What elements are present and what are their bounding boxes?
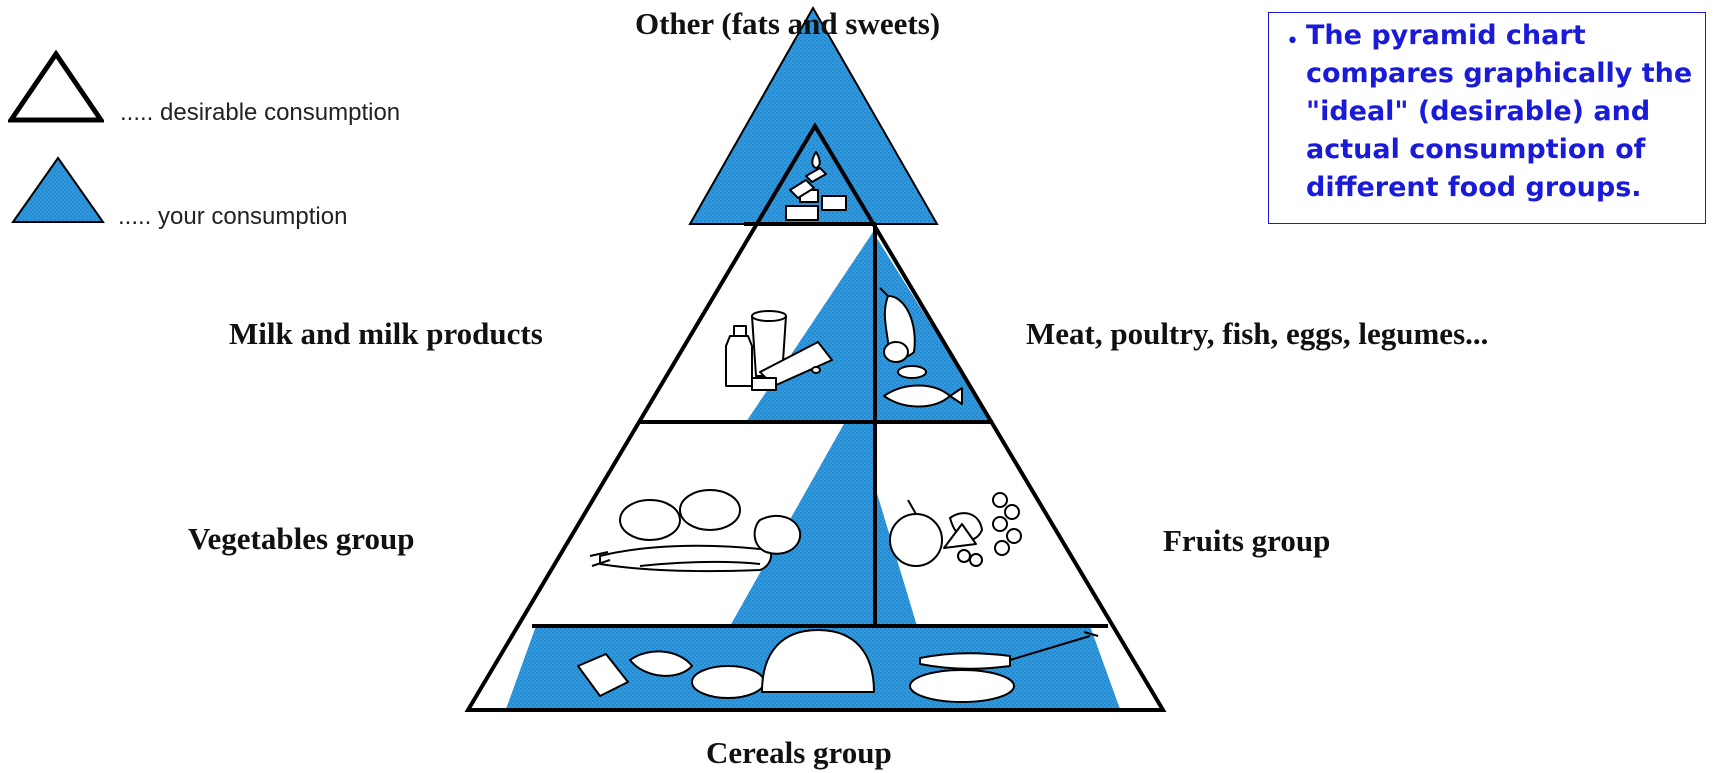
label-cereals-group: Cereals group	[706, 737, 892, 768]
vegetables-icon	[590, 490, 800, 571]
your-consumption-legend-label: ..... your consumption	[118, 203, 347, 231]
your-consumption-legend-icon	[10, 155, 106, 227]
label-meat-group: Meat, poultry, fish, eggs, legumes...	[1026, 318, 1488, 349]
label-fruits-group: Fruits group	[1163, 525, 1330, 556]
explanation-note-text: The pyramid chart compares graphically t…	[1306, 17, 1704, 207]
label-other-fats-sweets: Other (fats and sweets)	[635, 8, 940, 39]
desirable-legend-label: ..... desirable consumption	[120, 99, 400, 127]
label-vegetables-group: Vegetables group	[188, 523, 415, 554]
fruits-icon	[890, 493, 1021, 566]
explanation-note-box: • The pyramid chart compares graphically…	[1268, 12, 1706, 224]
label-milk-products: Milk and milk products	[229, 318, 543, 349]
consumption-vegetables-shape	[730, 422, 873, 626]
desirable-legend-icon	[8, 50, 104, 124]
note-bullet-icon: •	[1286, 29, 1299, 54]
